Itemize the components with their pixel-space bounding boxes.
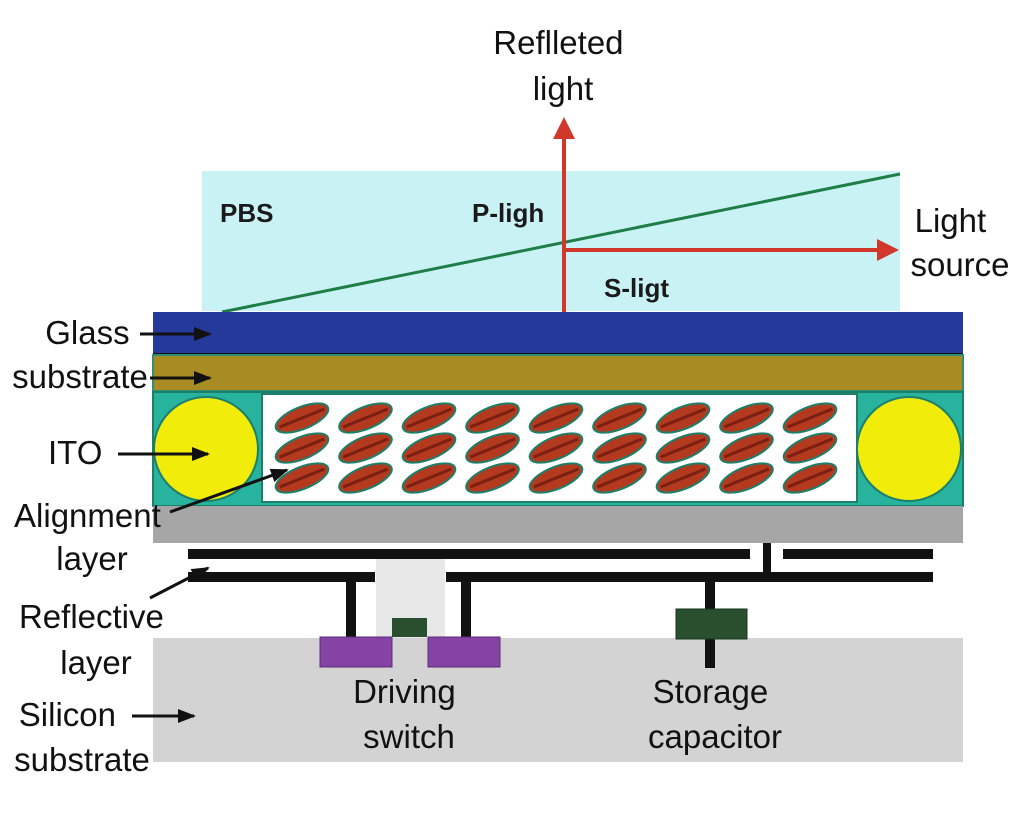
switch-post-left — [346, 580, 356, 638]
light-source-line2: source — [910, 246, 1009, 283]
liquid-crystal-molecule-icon — [655, 462, 711, 494]
liquid-crystal-molecule-icon — [782, 462, 838, 494]
s-light-label: S-ligt — [604, 273, 669, 303]
liquid-crystal-molecule-icon — [338, 432, 393, 464]
p-light-label: P-ligh — [472, 198, 544, 228]
light-source-line1: Light — [915, 202, 987, 239]
liquid-crystal-molecule-icon — [401, 462, 457, 494]
liquid-crystal-molecule-icon — [465, 462, 520, 494]
pbs-box — [202, 171, 900, 311]
alignment-layer-line2: layer — [56, 540, 128, 577]
liquid-crystal-molecule-icon — [719, 432, 774, 464]
liquid-crystal-molecule-icon — [655, 432, 711, 464]
liquid-crystal-molecule-icon — [592, 402, 647, 434]
alignment-layer — [153, 506, 963, 543]
liquid-crystal-molecule-icon — [592, 462, 647, 494]
reflective-electrode-top-right — [783, 549, 933, 559]
glass-substrate-label: Glass substrate — [12, 314, 148, 395]
storage-capacitor-line1: Storage — [653, 673, 769, 710]
arrow-right-icon — [149, 566, 210, 600]
silicon-substrate-layer — [153, 638, 963, 762]
glass-substrate-line2: substrate — [12, 358, 148, 395]
silicon-substrate-line2: substrate — [14, 741, 150, 778]
liquid-crystal-molecule-icon — [782, 402, 838, 434]
light-source-label: Light source — [910, 202, 1009, 283]
reflected-light-label: Reflleted light — [493, 24, 632, 107]
liquid-crystal-molecule-icon — [528, 402, 584, 434]
switch-gate — [392, 618, 427, 637]
glass-substrate-line1: Glass — [45, 314, 129, 351]
liquid-crystal-molecule-icon — [465, 402, 520, 434]
reflective-bottom-left — [188, 572, 375, 582]
liquid-crystal-molecule-icon — [528, 462, 584, 494]
pbs-diagonal — [221, 172, 901, 314]
storage-capacitor-line2: capacitor — [648, 718, 782, 755]
liquid-crystal-molecule-icon — [274, 462, 330, 494]
silicon-substrate-line1: Silicon — [19, 696, 116, 733]
reflective-layer-label: Reflective layer — [19, 598, 173, 681]
alignment-layer-label: Alignment layer — [14, 497, 170, 577]
pbs-label: PBS — [220, 198, 273, 228]
switch-source-pad — [319, 636, 393, 668]
liquid-crystal-molecule-icon — [528, 432, 584, 464]
driving-switch-line2: switch — [363, 718, 455, 755]
switch-drain-pad — [427, 636, 501, 668]
liquid-crystal-molecule-icon — [338, 462, 393, 494]
switch-post-right — [461, 580, 471, 638]
glass-substrate-layer — [153, 312, 963, 353]
liquid-crystal-molecule-icon — [401, 402, 457, 434]
liquid-crystal-molecule-icon — [401, 432, 457, 464]
ito-layer — [152, 354, 964, 392]
liquid-crystal-molecule-icon — [782, 432, 838, 464]
ito-label: ITO — [48, 434, 102, 471]
driving-switch-line1: Driving — [353, 673, 456, 710]
lc-molecules — [274, 402, 838, 494]
liquid-crystal-molecule-icon — [338, 402, 393, 434]
reflected-light-line1: Reflleted — [493, 24, 623, 61]
silicon-substrate-label: Silicon substrate — [14, 696, 150, 778]
reflective-layer-line2: layer — [60, 644, 132, 681]
spacer-ball-icon — [856, 396, 962, 502]
liquid-crystal-molecule-icon — [274, 402, 330, 434]
alignment-layer-line1: Alignment — [14, 497, 161, 534]
driving-switch-label: Driving switch — [353, 673, 465, 755]
capacitor-plate — [675, 608, 748, 640]
liquid-crystal-molecule-icon — [592, 432, 647, 464]
reflective-bottom-right — [446, 572, 933, 582]
liquid-crystal-molecule-icon — [719, 402, 774, 434]
reflective-electrode-top-left — [188, 549, 750, 559]
liquid-crystal-molecule-icon — [465, 432, 520, 464]
reflected-light-line2: light — [533, 70, 594, 107]
liquid-crystal-molecule-icon — [655, 402, 711, 434]
reflective-layer-line1: Reflective — [19, 598, 164, 635]
arrow-right-icon — [169, 468, 289, 514]
via-vertical — [763, 543, 771, 575]
storage-capacitor-label: Storage capacitor — [648, 673, 782, 755]
liquid-crystal-molecule-icon — [719, 462, 774, 494]
liquid-crystal-molecule-icon — [274, 432, 330, 464]
